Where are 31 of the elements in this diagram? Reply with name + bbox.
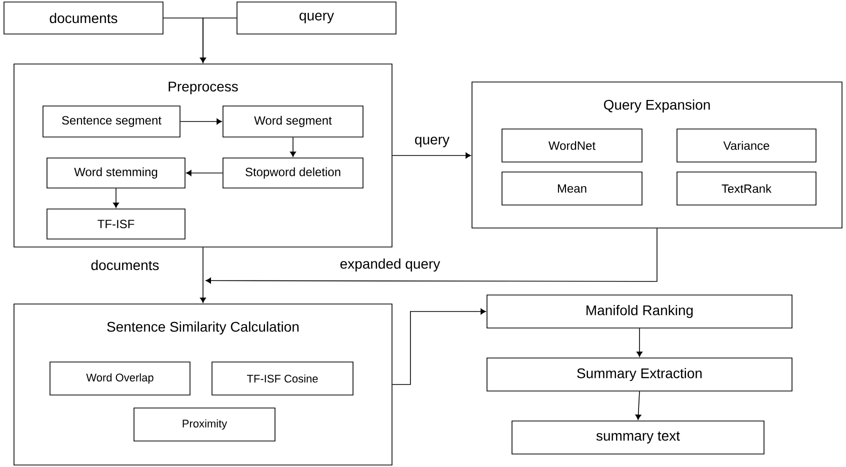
arrow bbox=[186, 170, 223, 176]
arrow bbox=[180, 118, 222, 124]
arrow bbox=[200, 18, 237, 63]
process-box: Mean bbox=[502, 172, 642, 206]
process-box: query bbox=[236, 2, 396, 34]
process-box: documents bbox=[4, 2, 164, 34]
arrow bbox=[290, 137, 296, 157]
process-box: TextRank bbox=[676, 172, 816, 206]
process-box: WordNet bbox=[502, 128, 642, 162]
arrow bbox=[636, 328, 642, 357]
arrow bbox=[392, 152, 471, 158]
process-box: summary text bbox=[512, 420, 764, 454]
process-box: TF-ISF Cosine bbox=[212, 362, 354, 396]
edge-label: query bbox=[414, 136, 451, 148]
process-box: Word Overlap bbox=[50, 362, 190, 396]
arrow bbox=[635, 391, 642, 420]
process-box: Word stemming bbox=[46, 158, 186, 188]
process-box: Variance bbox=[676, 128, 816, 162]
edge-label: documents bbox=[90, 258, 160, 272]
process-box: TF-ISF bbox=[46, 208, 186, 240]
process-box: Proximity bbox=[134, 408, 276, 442]
process-box: Stopword deletion bbox=[222, 158, 364, 188]
process-box: Sentence segment bbox=[42, 106, 180, 138]
process-box: Summary Extraction bbox=[486, 358, 792, 392]
arrow bbox=[113, 188, 119, 208]
process-box: Manifold Ranking bbox=[486, 294, 792, 328]
arrow bbox=[200, 247, 206, 303]
arrow bbox=[206, 228, 658, 284]
edge-label: expanded query bbox=[338, 257, 442, 273]
arrow bbox=[392, 308, 486, 385]
process-box: Word segment bbox=[222, 106, 364, 138]
